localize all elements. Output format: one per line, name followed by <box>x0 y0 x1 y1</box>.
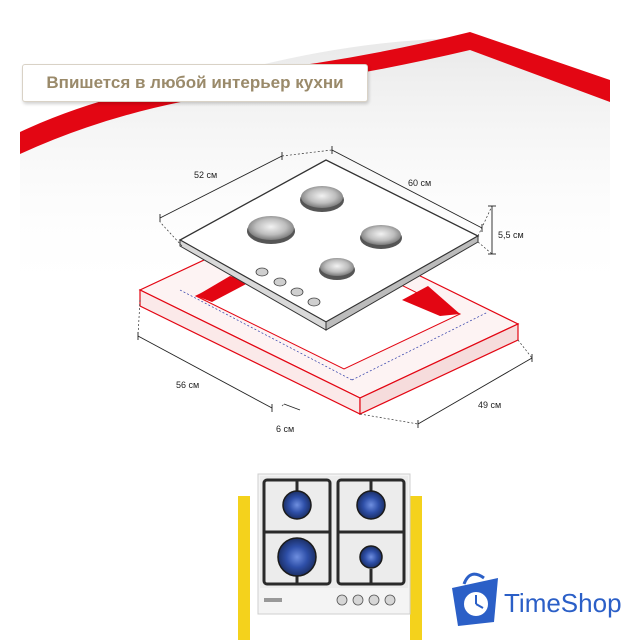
timeshop-logo: TimeShop <box>452 572 622 626</box>
clock-bag-icon <box>452 572 498 626</box>
gas-hob-photo <box>257 473 411 615</box>
dim-top-width: 52 см <box>194 170 217 180</box>
cutout-guides <box>179 289 489 381</box>
gas-burner-4 <box>359 545 383 569</box>
gas-knobs <box>336 594 396 606</box>
banner-title: Впишется в любой интерьер кухни <box>22 64 368 102</box>
dim-height: 5,5 см <box>498 230 524 240</box>
dim-cutout-width: 56 см <box>176 380 199 390</box>
guide-lines <box>137 149 533 425</box>
gas-burner-1 <box>282 490 312 520</box>
hotplate-right <box>360 225 402 249</box>
dim-top-depth: 60 см <box>408 178 431 188</box>
dimension-lines <box>137 146 533 428</box>
gas-burner-2 <box>356 490 386 520</box>
hotplate-back <box>300 186 344 212</box>
control-knobs <box>255 267 321 307</box>
dim-cutout-depth: 49 см <box>478 400 501 410</box>
gas-burner-3 <box>277 537 317 577</box>
hotplate-front <box>319 258 355 280</box>
logo-text: TimeShop <box>504 588 622 618</box>
hotplate-left <box>247 216 295 244</box>
dim-edge-gap: 6 см <box>276 424 294 434</box>
